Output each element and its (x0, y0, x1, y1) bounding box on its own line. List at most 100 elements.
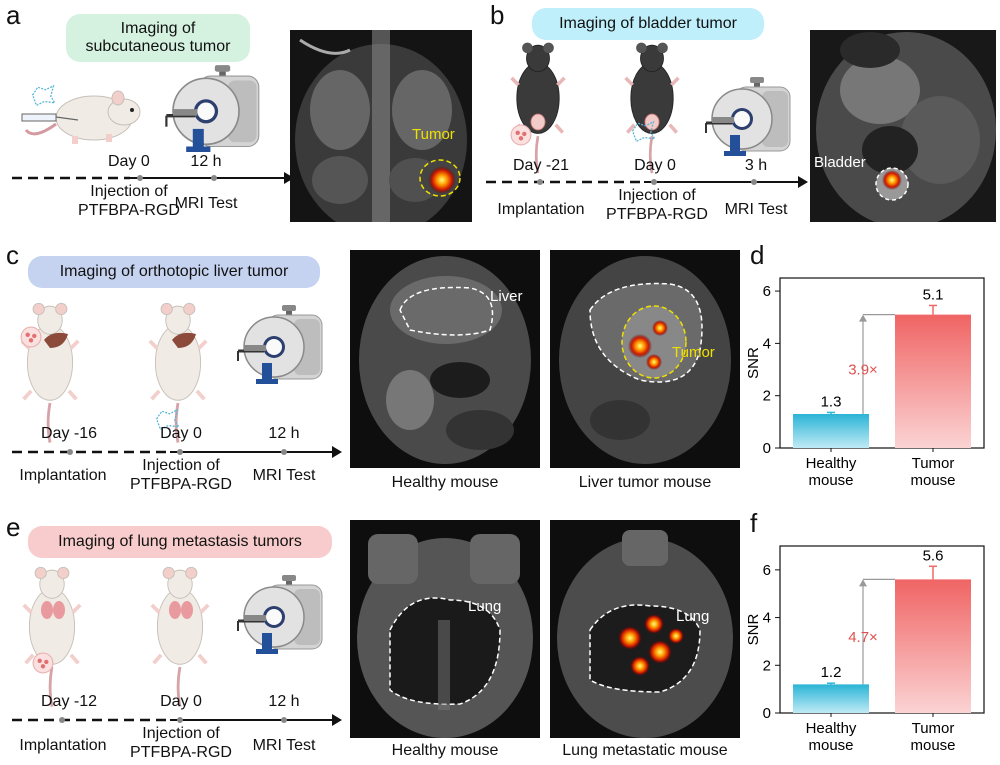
data-label: 5.1 (923, 286, 944, 303)
timeline-c-time-2: 12 h (268, 425, 300, 442)
crystal-icon (30, 82, 56, 108)
panel-a-title-text: Imaging of subcutaneous tumor (85, 19, 231, 55)
panel-label-e: e (6, 512, 21, 542)
x-tick-label: mouse (808, 737, 853, 754)
caption-liver-tumor: Liver tumor mouse (578, 474, 712, 491)
panel-label-a: a (6, 0, 21, 30)
mri-annotation-lung-meta: Lung (676, 608, 710, 625)
mri-image-subcutaneous: Tumor (290, 30, 472, 222)
timeline-a-event-0: Injection of PTFBPA-RGD (78, 183, 180, 220)
x-tick-label: Healthy (806, 455, 857, 472)
mri-image-healthy-lung: Lung (350, 520, 540, 738)
y-tick-label: 4 (763, 610, 771, 627)
data-label: 5.6 (923, 547, 944, 564)
panel-label-c: c (6, 240, 19, 270)
timeline-e-event-2: MRI Test (252, 737, 316, 754)
liver-icon-2 (172, 332, 196, 348)
y-tick-label: 2 (763, 657, 771, 674)
timeline-a-event-1: MRI Test (174, 195, 238, 212)
mri-scanner-icon-e (234, 568, 334, 660)
mri-scanner-icon (162, 58, 272, 158)
timeline-c-event-2: MRI Test (252, 467, 316, 484)
timeline-b-time-1: Day 0 (634, 157, 676, 174)
panel-label-b: b (490, 0, 505, 30)
timeline-a (12, 172, 292, 184)
x-tick-label: mouse (808, 472, 853, 489)
timeline-c-time-0: Day -16 (40, 425, 98, 442)
x-tick-label: mouse (910, 472, 955, 489)
x-tick-label: Tumor (912, 455, 955, 472)
y-tick-label: 6 (763, 283, 771, 300)
bar (793, 414, 869, 448)
timeline-e-time-0: Day -12 (40, 693, 98, 710)
syringe-icon (21, 113, 79, 122)
timeline-e-event-1: Injection of PTFBPA-RGD (130, 725, 232, 762)
panel-e-title: Imaging of lung metastasis tumors (28, 526, 332, 558)
ratio-arrowhead (859, 579, 867, 587)
tumor-cells-icon-c (20, 326, 42, 348)
timeline-b-event-1: Injection of PTFBPA-RGD (606, 187, 708, 224)
x-tick-label: Tumor (912, 720, 955, 737)
plot-frame (779, 545, 985, 714)
mri-annotation-lung-healthy: Lung (468, 598, 502, 615)
timeline-b-event-2: MRI Test (724, 201, 788, 218)
y-axis-label: SNR (745, 347, 762, 379)
data-label: 1.2 (821, 664, 842, 681)
timeline-b-time-2: 3 h (744, 157, 768, 174)
timeline-e (12, 714, 342, 726)
panel-c-title: Imaging of orthotopic liver tumor (28, 256, 320, 288)
ratio-label: 4.7× (848, 629, 878, 646)
panel-a-title: Imaging of subcutaneous tumor (66, 14, 250, 62)
timeline-e-time-2: 12 h (268, 693, 300, 710)
mri-scanner-icon-c (234, 298, 334, 390)
x-tick-label: mouse (910, 737, 955, 754)
ratio-arrowhead (859, 314, 867, 322)
tumor-cells-icon-e (32, 652, 54, 674)
y-tick-label: 0 (763, 705, 771, 722)
bar (895, 314, 971, 448)
ratio-label: 3.9× (848, 361, 878, 378)
timeline-b-time-0: Day -21 (512, 157, 570, 174)
mri-scanner-icon-b (702, 70, 802, 162)
timeline-c-event-1: Injection of PTFBPA-RGD (130, 457, 232, 494)
plot-frame (779, 277, 985, 449)
y-axis-label: SNR (745, 613, 762, 645)
timeline-b-event-0: Implantation (497, 201, 585, 218)
timeline-c-time-1: Day 0 (160, 425, 202, 442)
bar (793, 684, 869, 713)
timeline-a-time-0: Day 0 (108, 153, 150, 170)
caption-healthy-lung: Healthy mouse (391, 742, 499, 759)
timeline-a-time-1: 12 h (190, 153, 222, 170)
liver-icon (44, 332, 68, 348)
bar (895, 579, 971, 713)
mri-image-bladder: Bladder (810, 30, 996, 222)
tumor-cells-icon (510, 124, 532, 146)
panel-label-d: d (750, 240, 765, 270)
lung-icon-2 (169, 601, 193, 619)
data-label: 1.3 (821, 393, 842, 410)
mri-image-liver-tumor: Tumor (550, 250, 740, 468)
timeline-e-event-0: Implantation (19, 737, 107, 754)
y-tick-label: 0 (763, 440, 771, 457)
caption-lung-metastatic: Lung metastatic mouse (562, 742, 728, 759)
timeline-c-event-0: Implantation (19, 467, 107, 484)
mri-annotation-bladder: Bladder (814, 154, 866, 171)
mri-annotation-tumor: Tumor (412, 126, 455, 143)
y-tick-label: 6 (763, 562, 771, 579)
mri-image-lung-metastatic: Lung (550, 520, 740, 738)
y-tick-label: 4 (763, 335, 771, 352)
mri-annotation-tumor-liver: Tumor (672, 344, 715, 361)
lung-icon (41, 601, 65, 619)
panel-label-f: f (750, 508, 758, 538)
caption-healthy-liver: Healthy mouse (391, 474, 499, 491)
mri-image-healthy-liver: Liver (350, 250, 540, 468)
timeline-b (486, 176, 808, 188)
panel-b-title: Imaging of bladder tumor (532, 8, 764, 40)
mri-annotation-liver: Liver (490, 288, 523, 305)
y-tick-label: 2 (763, 388, 771, 405)
timeline-c (12, 446, 342, 458)
timeline-e-time-1: Day 0 (160, 693, 202, 710)
crystal-icon-b (630, 118, 656, 144)
